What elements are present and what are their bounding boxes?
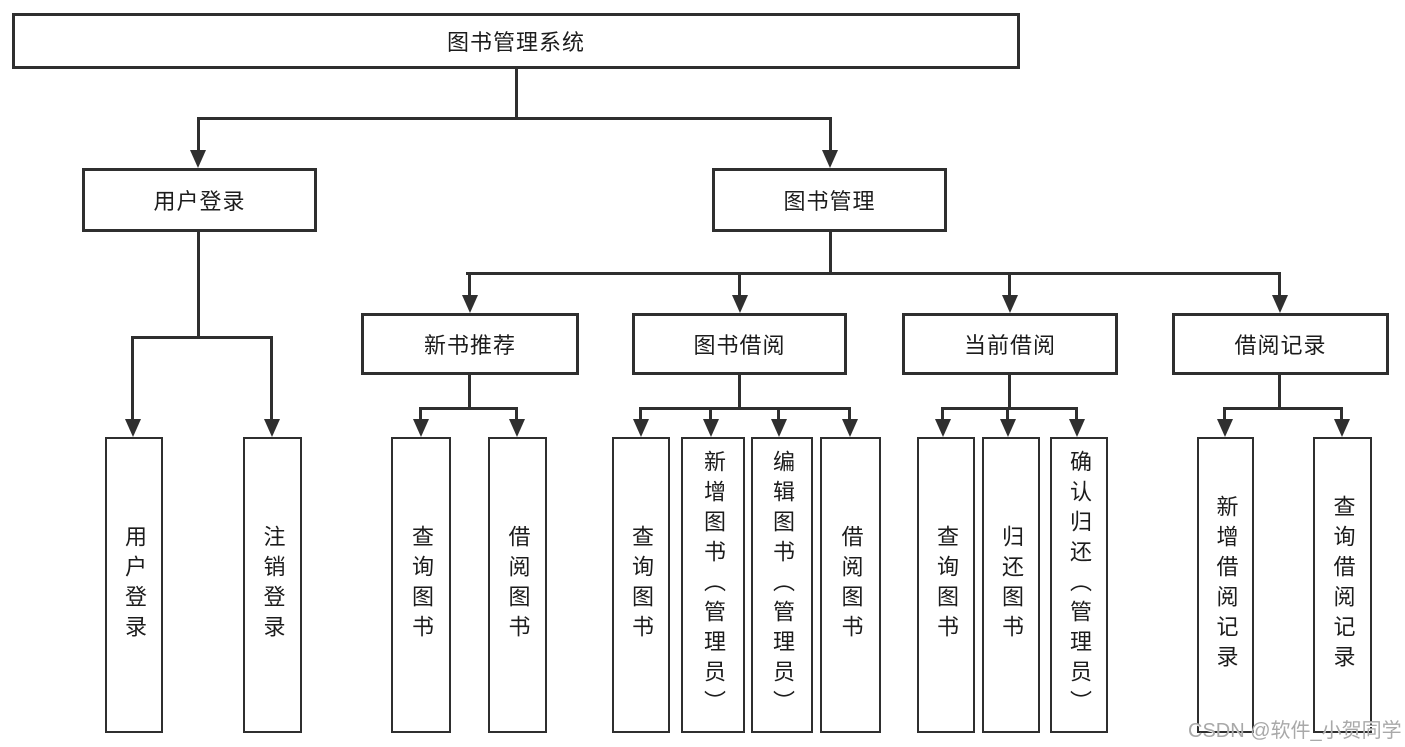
connector	[419, 407, 518, 410]
arrowhead	[509, 419, 525, 437]
arrowhead	[1272, 295, 1288, 313]
arrowhead	[1334, 419, 1350, 437]
connector	[468, 275, 471, 297]
leaf-label: 借阅图书	[838, 525, 864, 645]
connector	[197, 117, 832, 120]
leaf-label: 查询借阅记录	[1330, 495, 1356, 675]
connector	[1075, 408, 1078, 420]
leaf-query-books-1: 查询图书	[391, 437, 451, 733]
connector	[1008, 375, 1011, 409]
node-user-login: 用户登录	[82, 168, 317, 232]
arrowhead	[1217, 419, 1233, 437]
connector	[131, 336, 273, 339]
leaf-label: 新增借阅记录	[1213, 495, 1239, 675]
connector	[515, 69, 518, 118]
node-label: 图书管理系统	[446, 30, 585, 55]
leaf-label: 查询图书	[629, 525, 654, 645]
connector	[709, 408, 712, 420]
leaf-add-borrow-record: 新增借阅记录	[1197, 437, 1254, 733]
arrowhead	[1069, 419, 1085, 437]
connector	[1223, 408, 1226, 420]
connector	[941, 407, 1078, 410]
connector	[1340, 408, 1343, 420]
connector	[419, 408, 422, 420]
node-current-borrowing: 当前借阅	[902, 313, 1118, 375]
leaf-borrow-books-1: 借阅图书	[488, 437, 547, 733]
connector	[1008, 275, 1011, 297]
leaf-label: 新增图书（管理员）	[701, 450, 726, 720]
arrowhead	[1002, 295, 1018, 313]
connector	[738, 375, 741, 409]
node-library-management-system: 图书管理系统	[12, 13, 1020, 69]
leaf-logout: 注销登录	[243, 437, 302, 733]
leaf-label: 用户登录	[122, 525, 147, 645]
connector	[466, 272, 1281, 275]
connector	[131, 337, 134, 421]
leaf-query-books-2: 查询图书	[612, 437, 670, 733]
connector	[1006, 408, 1009, 420]
arrowhead	[771, 419, 787, 437]
arrowhead	[633, 419, 649, 437]
connector	[1278, 375, 1281, 409]
node-label: 借阅记录	[1234, 333, 1327, 358]
connector	[941, 408, 944, 420]
leaf-borrow-books-2: 借阅图书	[820, 437, 881, 733]
csdn-watermark: CSDN @软件_小贺同学	[1188, 720, 1402, 742]
arrowhead	[264, 419, 280, 437]
connector	[197, 232, 200, 339]
arrowhead	[703, 419, 719, 437]
arrowhead	[842, 419, 858, 437]
leaf-label: 归还图书	[999, 525, 1024, 645]
connector	[848, 408, 851, 420]
connector	[197, 118, 200, 152]
leaf-user-login: 用户登录	[105, 437, 163, 733]
leaf-add-books-admin: 新增图书（管理员）	[681, 437, 745, 733]
connector	[468, 375, 471, 409]
leaf-label: 注销登录	[260, 525, 286, 645]
connector	[1223, 407, 1343, 410]
node-label: 用户登录	[153, 189, 246, 214]
arrowhead	[190, 150, 206, 168]
connector	[639, 408, 642, 420]
arrowhead	[1000, 419, 1016, 437]
arrowhead	[732, 295, 748, 313]
connector	[270, 337, 273, 421]
leaf-label: 查询图书	[409, 525, 434, 645]
node-label: 新书推荐	[423, 333, 516, 358]
leaf-query-borrow-record: 查询借阅记录	[1313, 437, 1372, 733]
leaf-return-books: 归还图书	[982, 437, 1040, 733]
leaf-confirm-return-admin: 确认归还（管理员）	[1050, 437, 1108, 733]
arrowhead	[413, 419, 429, 437]
connector	[829, 232, 832, 275]
connector	[1278, 275, 1281, 297]
node-label: 图书借阅	[693, 333, 786, 358]
leaf-query-books-3: 查询图书	[917, 437, 975, 733]
connector	[738, 275, 741, 297]
leaf-edit-books-admin: 编辑图书（管理员）	[751, 437, 813, 733]
arrowhead	[462, 295, 478, 313]
connector	[639, 407, 851, 410]
leaf-label: 查询图书	[934, 525, 959, 645]
node-new-book-recommend: 新书推荐	[361, 313, 579, 375]
leaf-label: 借阅图书	[505, 525, 531, 645]
connector	[515, 408, 518, 420]
connector	[829, 118, 832, 152]
node-book-management: 图书管理	[712, 168, 947, 232]
node-book-borrowing: 图书借阅	[632, 313, 847, 375]
connector	[777, 408, 780, 420]
leaf-label: 确认归还（管理员）	[1067, 450, 1092, 720]
node-label: 当前借阅	[963, 333, 1056, 358]
arrowhead	[125, 419, 141, 437]
arrowhead	[822, 150, 838, 168]
arrowhead	[935, 419, 951, 437]
node-borrow-records: 借阅记录	[1172, 313, 1389, 375]
node-label: 图书管理	[783, 189, 876, 214]
leaf-label: 编辑图书（管理员）	[770, 450, 795, 720]
